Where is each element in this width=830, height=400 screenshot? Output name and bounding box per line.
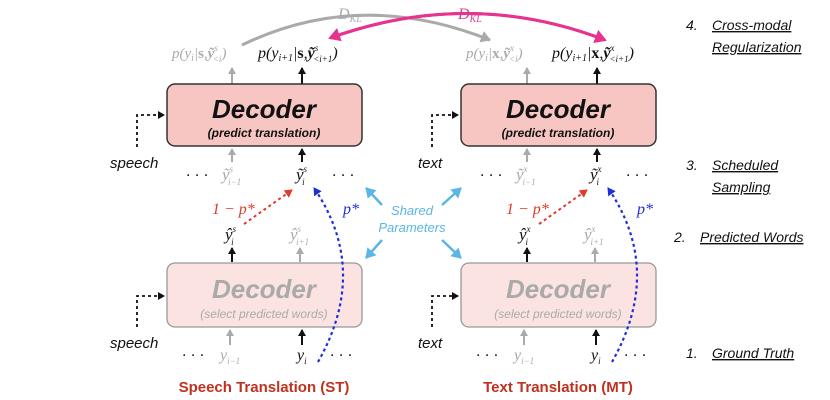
svg-text:p(yi+1|s,ỹs<i+1): p(yi+1|s,ỹs<i+1) — [257, 43, 338, 64]
mt-text-input-top: text — [418, 111, 459, 172]
svg-text:(select predicted words): (select predicted words) — [200, 307, 327, 321]
svg-text:· · ·: · · · — [186, 168, 208, 184]
st-red-mix-arrow — [243, 189, 293, 225]
shared-parameters: Shared Parameters — [365, 187, 462, 259]
svg-text:Parameters: Parameters — [378, 220, 446, 235]
st-decoder-active: Decoder (predict translation) — [166, 83, 363, 147]
svg-text:yi: yi — [295, 347, 307, 366]
svg-text:Scheduled: Scheduled — [712, 157, 779, 173]
svg-text:(predict translation): (predict translation) — [502, 126, 615, 140]
st-one-minus-p: 1 − p* — [212, 201, 255, 218]
svg-text:(select predicted words): (select predicted words) — [494, 307, 621, 321]
svg-text:ŷsi+1: ŷsi+1 — [288, 224, 309, 247]
step-3-label: 3. Scheduled Sampling — [686, 157, 779, 195]
step-2-label: 2. Predicted Words — [673, 229, 803, 245]
mt-prob-labels: p(yi|x,ỹx<i) p(yi+1|x,ỹx<i+1) — [465, 43, 634, 64]
svg-text:p(yi+1|x,ỹx<i+1): p(yi+1|x,ỹx<i+1) — [551, 43, 634, 64]
svg-text:ỹsi: ỹsi — [294, 164, 308, 187]
st-prob-labels: p(yi|s,ỹs<i) p(yi+1|s,ỹs<i+1) — [171, 43, 338, 64]
svg-text:Decoder: Decoder — [506, 94, 612, 124]
svg-text:Shared: Shared — [391, 203, 434, 218]
mt-one-minus-p: 1 − p* — [506, 201, 549, 218]
st-ground-truth-tokens: · · · yi−1 yi · · · — [182, 347, 352, 366]
st-p-star: p* — [342, 201, 359, 218]
svg-text:· · ·: · · · — [330, 348, 352, 364]
svg-text:ŷsi: ŷsi — [223, 224, 237, 247]
svg-text:ỹxi: ỹxi — [588, 164, 602, 187]
svg-text:Decoder: Decoder — [212, 94, 318, 124]
mt-decoder-inactive: Decoder (select predicted words) — [460, 262, 657, 328]
svg-text:Predicted Words: Predicted Words — [700, 229, 803, 245]
svg-text:Regularization: Regularization — [712, 39, 802, 55]
svg-text:Decoder: Decoder — [506, 274, 612, 304]
svg-text:ỹsi−1: ỹsi−1 — [220, 164, 241, 187]
svg-text:2.: 2. — [673, 229, 686, 245]
svg-text:p(yi|x,ỹx<i): p(yi|x,ỹx<i) — [465, 43, 523, 64]
svg-text:· · ·: · · · — [182, 348, 204, 364]
svg-text:yi: yi — [589, 347, 601, 366]
svg-text:· · ·: · · · — [626, 168, 648, 184]
svg-text:Sampling: Sampling — [712, 179, 771, 195]
mt-decoder-active: Decoder (predict translation) — [460, 83, 657, 147]
st-speech-input-bottom: speech — [110, 292, 165, 352]
kl-arc-gray — [241, 13, 491, 47]
mt-p-star: p* — [636, 201, 653, 218]
svg-text:yi−1: yi−1 — [218, 347, 240, 366]
svg-text:(predict translation): (predict translation) — [208, 126, 321, 140]
svg-text:yi−1: yi−1 — [512, 347, 534, 366]
svg-text:Decoder: Decoder — [212, 274, 318, 304]
svg-text:speech: speech — [110, 155, 158, 172]
mt-title: Text Translation (MT) — [483, 379, 633, 396]
svg-text:3.: 3. — [686, 157, 698, 173]
svg-text:1.: 1. — [686, 345, 698, 361]
step-4-label: 4. Cross-modal Regularization — [686, 17, 802, 55]
svg-text:ŷxi+1: ŷxi+1 — [582, 224, 604, 247]
svg-text:ỹxi−1: ỹxi−1 — [514, 164, 536, 187]
svg-text:text: text — [418, 155, 443, 172]
step-1-label: 1. Ground Truth — [686, 345, 794, 361]
mt-ground-truth-tokens: · · · yi−1 yi · · · — [476, 347, 646, 366]
kl-label-pink: DKL — [457, 6, 482, 25]
st-decoder-inactive: Decoder (select predicted words) — [166, 262, 363, 328]
st-blue-mix-arrow — [313, 187, 345, 363]
svg-text:Ground Truth: Ground Truth — [712, 345, 794, 361]
svg-text:4.: 4. — [686, 17, 698, 33]
svg-text:p(yi|s,ỹs<i): p(yi|s,ỹs<i) — [171, 43, 226, 64]
svg-text:· · ·: · · · — [624, 348, 646, 364]
mt-blue-mix-arrow — [607, 187, 639, 363]
svg-text:ŷxi: ŷxi — [517, 224, 531, 247]
svg-text:· · ·: · · · — [480, 168, 502, 184]
svg-text:text: text — [418, 335, 443, 352]
svg-text:· · ·: · · · — [476, 348, 498, 364]
kl-label-gray: DKL — [337, 6, 362, 25]
svg-text:Cross-modal: Cross-modal — [712, 17, 792, 33]
svg-text:· · ·: · · · — [332, 168, 354, 184]
mt-text-input-bottom: text — [418, 292, 459, 352]
st-speech-input-top: speech — [110, 111, 165, 172]
mt-red-mix-arrow — [538, 189, 588, 225]
svg-text:speech: speech — [110, 335, 158, 352]
st-title: Speech Translation (ST) — [179, 379, 350, 396]
